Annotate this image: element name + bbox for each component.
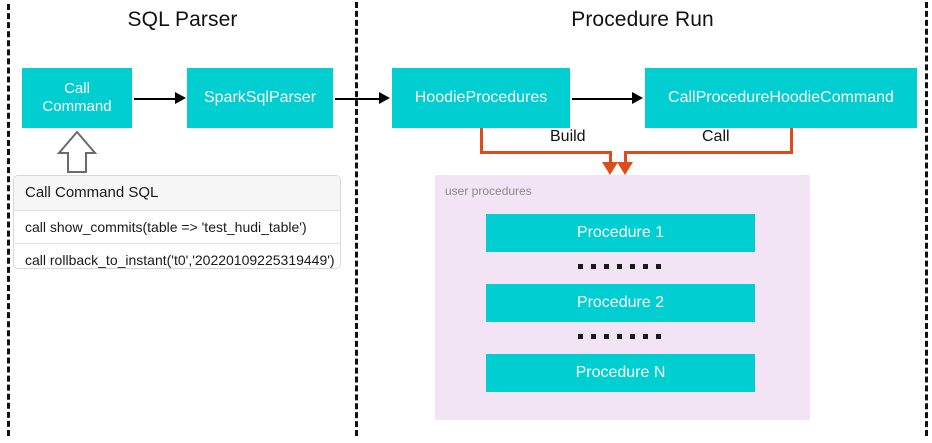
node-hoodie-procedures[interactable]: HoodieProcedures [392,68,570,128]
call-command-sql-header: Call Command SQL [14,176,340,211]
build-connector-arrowhead [602,162,618,175]
arrow-callcommand-to-sparksqlparser-line [134,98,176,100]
arrow-callcommand-to-sparksqlparser-head [175,92,186,104]
node-procedure-n-label: Procedure N [575,364,666,381]
build-connector-vertical-left [480,128,483,152]
node-call-command-line1: Call [64,80,90,98]
node-procedure-1-label: Procedure 1 [576,224,665,241]
node-hoodie-procedures-label: HoodieProcedures [414,88,548,106]
node-procedure-n[interactable]: Procedure N [486,354,755,392]
arrow-hoodieprocedures-to-callprocedure-head [632,92,643,104]
build-connector-vertical-right [609,151,612,163]
node-call-procedure-hoodie-command-label: CallProcedureHoodieCommand [668,88,894,106]
arrow-hoodieprocedures-to-callprocedure-line [572,98,633,100]
node-call-command[interactable]: Call Command [22,68,132,128]
node-call-command-line2: Command [42,98,112,115]
call-connector-horizontal [624,151,793,154]
call-label: Call [697,128,735,146]
node-procedure-2-label: Procedure 2 [576,294,665,311]
procedure-separator-dots-2 [578,334,661,339]
node-spark-sql-parser-label: SparkSqlParser [203,88,317,106]
divider-right [925,2,928,436]
user-procedures-label: user procedures [445,184,532,198]
call-command-sql-row[interactable]: call show_commits(table => 'test_hudi_ta… [14,211,340,244]
divider-left [7,4,10,436]
panel-title-sql-parser: SQL Parser [127,8,238,31]
node-call-procedure-hoodie-command[interactable]: CallProcedureHoodieCommand [645,68,917,128]
call-connector-vertical-left [624,151,627,163]
build-label: Build [545,128,591,146]
node-spark-sql-parser[interactable]: SparkSqlParser [187,68,333,128]
call-command-sql-list: Call Command SQL call show_commits(table… [13,175,341,269]
call-connector-vertical-right [790,128,793,152]
procedure-separator-dots-1 [578,264,661,269]
block-arrow-up-icon [56,130,98,173]
node-procedure-2[interactable]: Procedure 2 [486,284,755,322]
call-command-sql-row[interactable]: call rollback_to_instant('t0','202201092… [25,252,335,268]
divider-middle [355,2,358,436]
panel-title-procedure-run: Procedure Run [571,8,714,31]
node-procedure-1[interactable]: Procedure 1 [486,214,755,252]
build-connector-horizontal [480,151,611,154]
arrow-sparksqlparser-to-hoodieprocedures-line [335,98,380,100]
arrow-sparksqlparser-to-hoodieprocedures-head [379,92,390,104]
call-connector-arrowhead [617,162,633,175]
